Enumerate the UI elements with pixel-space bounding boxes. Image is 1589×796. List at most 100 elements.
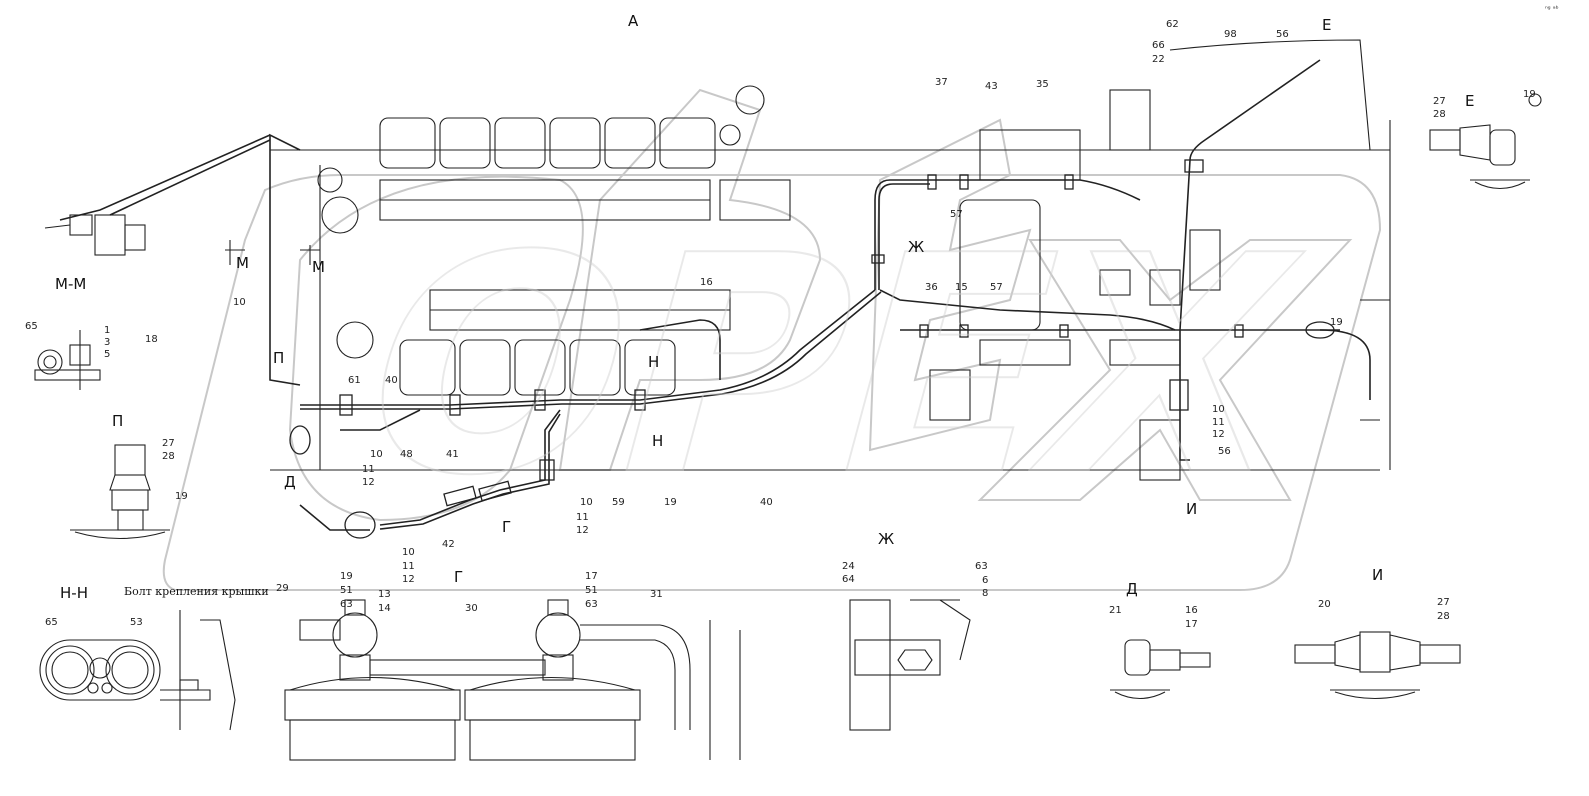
callout: 24 (842, 561, 855, 572)
callout: 66 (1152, 40, 1165, 51)
callout: 11 (576, 512, 589, 523)
callout: 3 (104, 337, 111, 348)
callout: 27 (1437, 597, 1450, 608)
section-title-e: Е (1465, 92, 1475, 110)
section-title-g: Г (454, 568, 464, 586)
callout: 1 (104, 325, 111, 336)
callout: 37 (935, 77, 948, 88)
callout: 65 (45, 617, 58, 628)
view-letter-n2: Н (648, 353, 660, 371)
section-i-drawing (1294, 631, 1461, 700)
callout: 19 (1523, 89, 1536, 100)
callout: 19 (175, 491, 188, 502)
section-title-i: И (1372, 566, 1384, 584)
callout: 62 (1166, 19, 1179, 30)
corner-mark: ⁿᵍ ᵃᵇ (1545, 5, 1559, 13)
callout: 5 (104, 349, 111, 360)
callout: 35 (1036, 79, 1049, 90)
callout: 29 (276, 583, 289, 594)
section-p-drawing (70, 444, 170, 540)
callout: 40 (760, 497, 773, 508)
view-letter-i: И (1186, 500, 1198, 518)
section-title-nn: Н-Н (60, 584, 88, 602)
callout: 57 (950, 209, 963, 220)
callout: 36 (925, 282, 938, 293)
callout: 12 (402, 574, 415, 585)
section-mm-drawing (34, 330, 101, 390)
callout: 19 (664, 497, 677, 508)
callout: 28 (162, 451, 175, 462)
view-letter-m-right: М (312, 258, 325, 276)
callout: 22 (1152, 54, 1165, 65)
callout: 12 (1212, 429, 1225, 440)
callout: 53 (130, 617, 143, 628)
section-title-mm: М-М (55, 275, 87, 293)
callout: 42 (442, 539, 455, 550)
callout: 61 (348, 375, 361, 386)
engine-lower-blocks (317, 167, 731, 396)
view-letter-zh: Ж (908, 238, 925, 256)
callout: 12 (576, 525, 589, 536)
view-letter-n: Н (652, 432, 664, 450)
callout: 28 (1437, 611, 1450, 622)
engine-upper-blocks (379, 85, 791, 221)
callout: 11 (1212, 417, 1225, 428)
view-letter-p: П (273, 349, 285, 367)
callout: 28 (1433, 109, 1446, 120)
callout: 10 (1212, 404, 1225, 415)
callout: 63 (585, 599, 598, 610)
callout: 65 (25, 321, 38, 332)
callout: 27 (1433, 96, 1446, 107)
callout: 51 (340, 585, 353, 596)
section-title-p: П (112, 412, 124, 430)
watermark (162, 88, 1382, 591)
callout: 98 (1224, 29, 1237, 40)
callout: 64 (842, 574, 855, 585)
view-letter-m-left: М (236, 254, 249, 272)
callout: 51 (585, 585, 598, 596)
callout: 56 (1276, 29, 1289, 40)
section-title-zh: Ж (878, 530, 895, 548)
callout: 63 (340, 599, 353, 610)
note-cover-bolt: Болт крепления крышки (124, 585, 269, 598)
callout: 17 (1185, 619, 1198, 630)
section-title-d: Д (1126, 580, 1138, 598)
callout: 48 (400, 449, 413, 460)
callout: 40 (385, 375, 398, 386)
callout: 17 (585, 571, 598, 582)
callout: 30 (465, 603, 478, 614)
callout: 10 (370, 449, 383, 460)
callout: 16 (1185, 605, 1198, 616)
callout: 11 (402, 561, 415, 572)
callout: 11 (362, 464, 375, 475)
callout: 20 (1318, 599, 1331, 610)
callout: 14 (378, 603, 391, 614)
section-g-drawing (284, 599, 741, 761)
section-nn-drawing (39, 610, 236, 731)
view-letter-a: А (628, 12, 639, 30)
hose-clamps (289, 159, 1335, 539)
callout: 21 (1109, 605, 1122, 616)
section-d-drawing (1110, 639, 1211, 700)
callout: 12 (362, 477, 375, 488)
callout: 13 (378, 589, 391, 600)
right-components (929, 89, 1221, 481)
view-letter-e: Е (1322, 16, 1332, 34)
callout: 59 (612, 497, 625, 508)
callout: 19 (340, 571, 353, 582)
callout: 56 (1218, 446, 1231, 457)
callout: 27 (162, 438, 175, 449)
section-zh-drawing (849, 599, 971, 731)
callout: 19 (1330, 317, 1343, 328)
callout: 41 (446, 449, 459, 460)
callout: 6 (982, 575, 989, 586)
callout: 10 (402, 547, 415, 558)
callout: 10 (580, 497, 593, 508)
callout: 31 (650, 589, 663, 600)
view-letter-d: Д (284, 473, 296, 491)
callout: 43 (985, 81, 998, 92)
callout: 10 (233, 297, 246, 308)
callout: 63 (975, 561, 988, 572)
view-letter-g: Г (502, 518, 512, 536)
